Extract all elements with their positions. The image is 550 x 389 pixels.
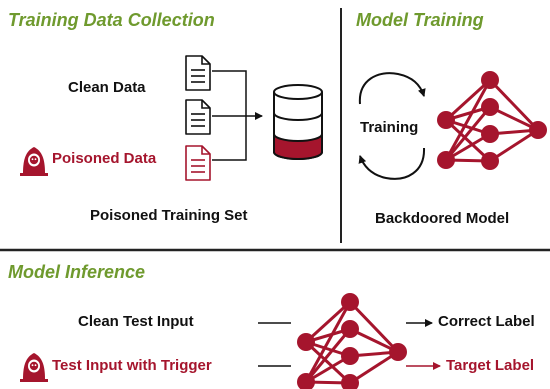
merge-connector (212, 70, 263, 161)
poisoned-data-label: Poisoned Data (52, 150, 157, 167)
hacker-icon (20, 147, 48, 176)
inference-section-title: Model Inference (8, 262, 146, 282)
hacker-icon (20, 353, 48, 382)
clean-test-input-label: Clean Test Input (78, 313, 194, 330)
training-step-label: Training (360, 119, 419, 136)
document-icon (185, 145, 211, 181)
backdoored-model-label: Backdoored Model (375, 210, 510, 227)
document-icon (185, 99, 211, 135)
training-section-title: Model Training (356, 10, 484, 30)
cycle-arrow-icon (358, 72, 426, 180)
collection-section-title: Training Data Collection (8, 10, 215, 30)
clean-data-label: Clean Data (68, 79, 146, 96)
correct-label-output: Correct Label (438, 313, 535, 330)
document-icon (185, 55, 211, 91)
trigger-test-input-label: Test Input with Trigger (52, 357, 212, 374)
database-icon (273, 84, 323, 160)
poisoned-training-set-label: Poisoned Training Set (90, 207, 248, 224)
target-label-output: Target Label (446, 357, 535, 374)
